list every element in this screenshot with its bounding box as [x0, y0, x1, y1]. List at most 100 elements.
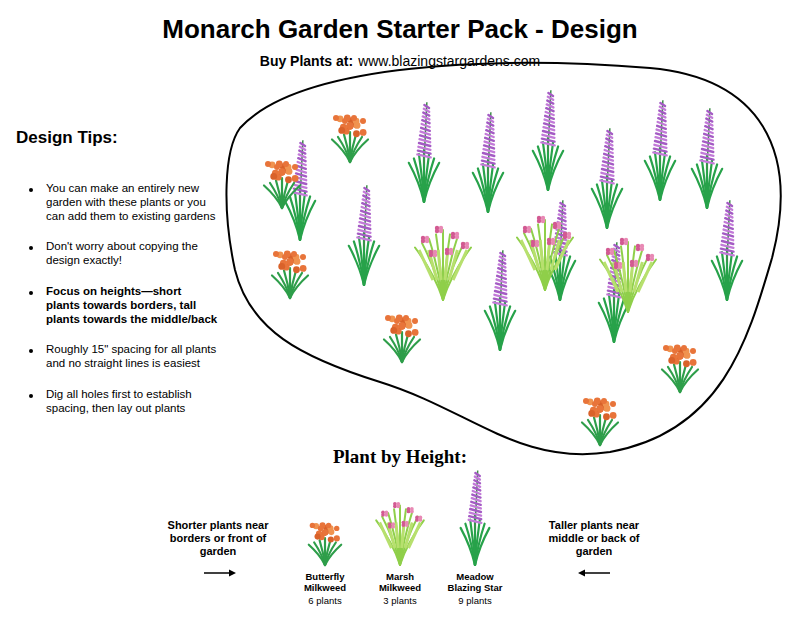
- flower: [347, 123, 354, 130]
- leaf: [388, 523, 395, 549]
- plant-name: Marsh Milkweed: [367, 571, 433, 594]
- flower: [592, 401, 598, 407]
- flower-spike: [488, 115, 493, 118]
- flower-spike: [546, 108, 553, 111]
- flower: [636, 247, 640, 251]
- leaf: [325, 545, 341, 565]
- leaf: [621, 246, 628, 312]
- flower-spike: [707, 115, 712, 118]
- flower-spike: [298, 158, 305, 161]
- flower: [291, 251, 297, 257]
- flower-spike: [487, 123, 493, 126]
- flower-spike: [499, 264, 506, 267]
- flower-spike: [360, 222, 371, 225]
- flower: [563, 235, 567, 239]
- arrow-left: [582, 572, 610, 574]
- flower: [614, 265, 618, 269]
- flower: [274, 164, 280, 170]
- garden-outline: [226, 63, 780, 454]
- flower-spike: [474, 480, 480, 483]
- flower-spike: [721, 245, 733, 248]
- flower-spike: [418, 151, 431, 154]
- flower-spike: [724, 226, 733, 229]
- flower-spike: [358, 234, 371, 237]
- flower: [541, 219, 545, 223]
- flower-spike: [300, 147, 305, 150]
- leaf: [350, 140, 368, 163]
- flower-spike: [658, 118, 665, 121]
- flower: [314, 534, 320, 540]
- flower-spike: [656, 133, 666, 136]
- flower: [672, 348, 678, 354]
- flower-spike: [654, 149, 667, 152]
- flower: [381, 513, 385, 517]
- flower: [567, 235, 571, 239]
- arrow-head: [229, 570, 236, 577]
- flower-spike: [559, 211, 565, 214]
- leaf: [660, 161, 675, 200]
- flower-spike: [541, 142, 554, 145]
- flower: [328, 529, 334, 535]
- bullet: [29, 246, 33, 250]
- flower-spike: [660, 107, 665, 110]
- flower-spike: [607, 135, 612, 138]
- flower: [270, 173, 277, 180]
- flower-spike: [487, 126, 494, 129]
- flower: [347, 123, 354, 130]
- flower: [322, 530, 328, 536]
- flower: [279, 169, 286, 176]
- flower-spike: [481, 164, 494, 167]
- flower-spike: [297, 170, 306, 173]
- flower-spike: [601, 173, 613, 176]
- flower: [663, 345, 669, 351]
- flower: [282, 254, 288, 260]
- flower-spike: [606, 139, 612, 142]
- flower-spike: [475, 473, 479, 476]
- leaf: [300, 201, 315, 240]
- flower-spike: [486, 134, 494, 137]
- leaf: [475, 528, 489, 565]
- flower: [527, 229, 531, 233]
- website: www.blazingstargardens.com: [358, 53, 540, 70]
- flower-spike: [558, 218, 565, 221]
- design-tip: Roughly 15" spacing for all plants and n…: [46, 343, 218, 371]
- design-tip: You can make an entirely new garden with…: [46, 182, 218, 223]
- flower: [646, 257, 650, 261]
- leaf: [560, 261, 575, 300]
- leaf: [548, 151, 563, 190]
- flower: [451, 235, 455, 239]
- leaf: [628, 260, 656, 313]
- title: Monarch Garden Starter Pack - Design: [162, 14, 637, 45]
- flower: [338, 127, 345, 134]
- flower: [677, 353, 684, 360]
- flower: [683, 360, 690, 367]
- design-tip: Dig all holes first to establish spacing…: [46, 388, 218, 416]
- flower-spike: [469, 520, 482, 523]
- flower: [535, 243, 539, 247]
- flower: [583, 398, 589, 404]
- flower: [415, 518, 419, 522]
- flower: [553, 225, 557, 229]
- flower-spike: [475, 477, 480, 480]
- flower-spike: [720, 252, 733, 255]
- flower-spike: [725, 222, 733, 225]
- flower: [547, 241, 551, 245]
- flower-spike: [420, 135, 430, 138]
- note: Shorter plants near borders or front of …: [162, 519, 274, 559]
- flower: [360, 129, 367, 136]
- flower-spike: [700, 160, 713, 163]
- leaf: [429, 239, 443, 300]
- flower-spike: [560, 203, 565, 206]
- flower: [523, 229, 527, 233]
- flower-spike: [547, 104, 554, 107]
- flower-spike: [660, 103, 665, 106]
- arrow-right: [204, 572, 232, 574]
- flower: [273, 251, 279, 257]
- flower-spike: [727, 207, 732, 210]
- flower: [318, 526, 323, 531]
- flower: [445, 251, 449, 255]
- flower: [419, 518, 423, 522]
- flower-spike: [544, 123, 554, 126]
- note: Taller plants near middle or back of gar…: [544, 519, 644, 559]
- flower-spike: [706, 119, 712, 122]
